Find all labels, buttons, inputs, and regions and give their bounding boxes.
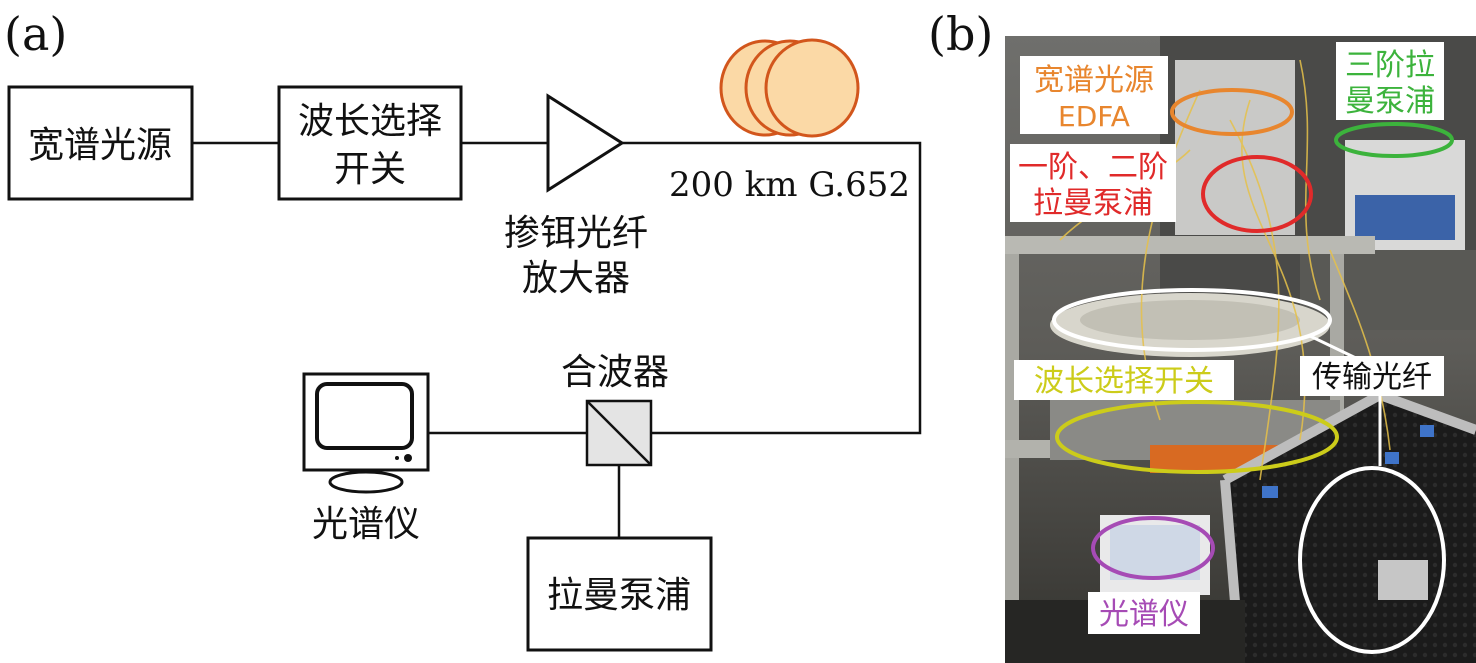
edfa-label-line1: 掺铒光纤 bbox=[504, 213, 648, 254]
label-osa: 光谱仪 bbox=[1088, 592, 1200, 634]
pump12-highlight-ellipse bbox=[1201, 155, 1313, 233]
broadband-source-box bbox=[7, 85, 194, 201]
wss-highlight-ellipse bbox=[1055, 400, 1339, 474]
label-pump12-line2: 拉曼泵浦 bbox=[1033, 186, 1153, 221]
link-edfa-fiber-combiner bbox=[622, 141, 922, 435]
source-edfa-highlight-ellipse bbox=[1170, 88, 1294, 136]
label-transmission-fiber: 传输光纤 bbox=[1300, 356, 1444, 396]
osa-monitor-icon bbox=[302, 372, 430, 494]
edfa-label-line2: 放大器 bbox=[522, 258, 630, 299]
lab-setup-photo: 宽谱光源 EDFA 一阶、二阶 拉曼泵浦 三阶拉 曼泵浦 波长选择开关 传输光纤… bbox=[1005, 36, 1476, 663]
broadband-source-label: 宽谱光源 bbox=[28, 125, 172, 166]
label-source-edfa: 宽谱光源 EDFA bbox=[1020, 56, 1168, 134]
label-osa-text: 光谱仪 bbox=[1099, 597, 1189, 632]
edfa-amplifier-symbol bbox=[546, 93, 625, 193]
label-pump3: 三阶拉 曼泵浦 bbox=[1336, 42, 1444, 120]
fiber-spool-icon bbox=[719, 38, 860, 138]
label-source-edfa-line1: 宽谱光源 bbox=[1034, 63, 1154, 98]
label-pump3-line1: 三阶拉 bbox=[1345, 48, 1435, 83]
label-pump3-line2: 曼泵浦 bbox=[1345, 84, 1435, 119]
raman-pump-label: 拉曼泵浦 bbox=[547, 575, 691, 616]
label-pump12-line1: 一阶、二阶 bbox=[1018, 150, 1168, 185]
label-wss-text: 波长选择开关 bbox=[1034, 364, 1214, 399]
wss-label-line2: 开关 bbox=[334, 149, 406, 190]
panel-a-label: (a) bbox=[4, 7, 67, 61]
osa-label: 光谱仪 bbox=[312, 504, 420, 545]
panel-a-schematic: (a) 宽谱光源 波长选择 开关 掺铒光纤 放大器 200 km G.652 合… bbox=[4, 7, 922, 652]
fiber-length-label: 200 km G.652 bbox=[669, 165, 910, 205]
label-pump12: 一阶、二阶 拉曼泵浦 bbox=[1010, 144, 1176, 222]
panel-b-label: (b) bbox=[928, 7, 993, 61]
raman-pump-box bbox=[526, 536, 713, 652]
osa-highlight-ellipse bbox=[1091, 516, 1215, 580]
combiner-symbol bbox=[585, 399, 653, 467]
label-source-edfa-line2: EDFA bbox=[1058, 100, 1130, 133]
label-transmission-fiber-text: 传输光纤 bbox=[1312, 360, 1432, 395]
optical-path-lines bbox=[192, 141, 922, 538]
wss-label-line1: 波长选择 bbox=[298, 101, 442, 142]
combiner-label: 合波器 bbox=[561, 352, 669, 393]
case-highlight-ellipse bbox=[1298, 466, 1446, 654]
label-wss: 波长选择开关 bbox=[1014, 360, 1234, 400]
spool-highlight-ellipse bbox=[1052, 288, 1332, 352]
pump3-highlight-ellipse bbox=[1334, 122, 1454, 158]
wss-box bbox=[277, 85, 463, 201]
